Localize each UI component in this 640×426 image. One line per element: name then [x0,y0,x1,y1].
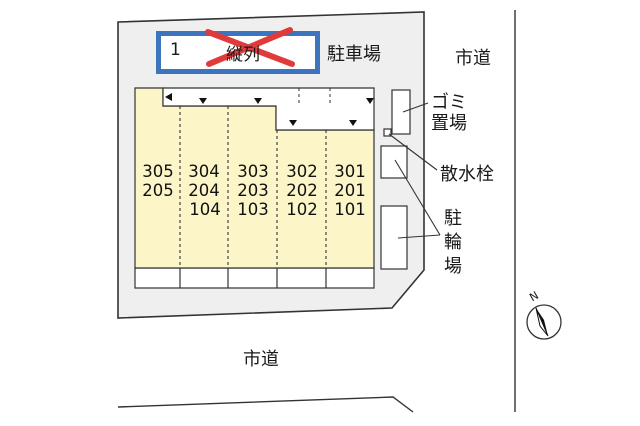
parking-space-status: 縦列 [226,45,260,65]
building-front-strip [134,267,375,289]
room-number: 203 [237,181,269,200]
road-label-south: 市道 [243,349,279,370]
bicycle-parking-label-line3: 場 [444,256,462,277]
unit-column-1: 305 205 104 [134,162,221,219]
sprinkler-label: 散水栓 [440,164,494,185]
garbage-area-label: ゴミ 置場 [431,92,467,134]
bicycle-parking-label: 駐 輪 場 [444,207,462,279]
bicycle-parking-label-line1: 駐 [444,208,462,229]
corridor [162,87,375,131]
parking-space-number: 1 [170,40,181,60]
room-number: 201 [334,181,366,200]
garbage-area [391,89,411,135]
room-number: 101 [334,200,366,219]
room-number: 103 [237,200,269,219]
sprinkler-tap-icon [383,128,392,137]
room-number: 302 [286,162,318,181]
north-compass-icon [526,304,562,340]
cross-mark [205,27,295,67]
unit-column-5: 301 201 101 [326,162,374,219]
garbage-area-label-line1: ゴミ [431,92,467,113]
leader-lines [388,102,441,239]
unit-column-3: 303 203 103 [229,162,277,219]
entrance-markers [165,93,374,126]
bicycle-parking-label-line2: 輪 [444,232,462,253]
road-edge-south [117,396,414,413]
room-number: 204 [188,181,220,200]
room-number: 304 [188,162,220,181]
room-number: 202 [286,181,318,200]
parking-lot-label: 駐車場 [327,44,381,65]
room-number: 104 [189,200,221,219]
garbage-area-label-line2: 置場 [431,113,467,134]
unit-dividers [179,106,327,268]
unit-column-2: 304 204 [180,162,228,200]
room-number: 205 [142,181,174,200]
room-number: 102 [286,200,318,219]
room-number: 305 [142,162,174,181]
room-number: 303 [237,162,269,181]
unit-column-4: 302 202 102 [278,162,326,219]
room-number: 301 [334,162,366,181]
road-label-east: 市道 [455,48,491,69]
